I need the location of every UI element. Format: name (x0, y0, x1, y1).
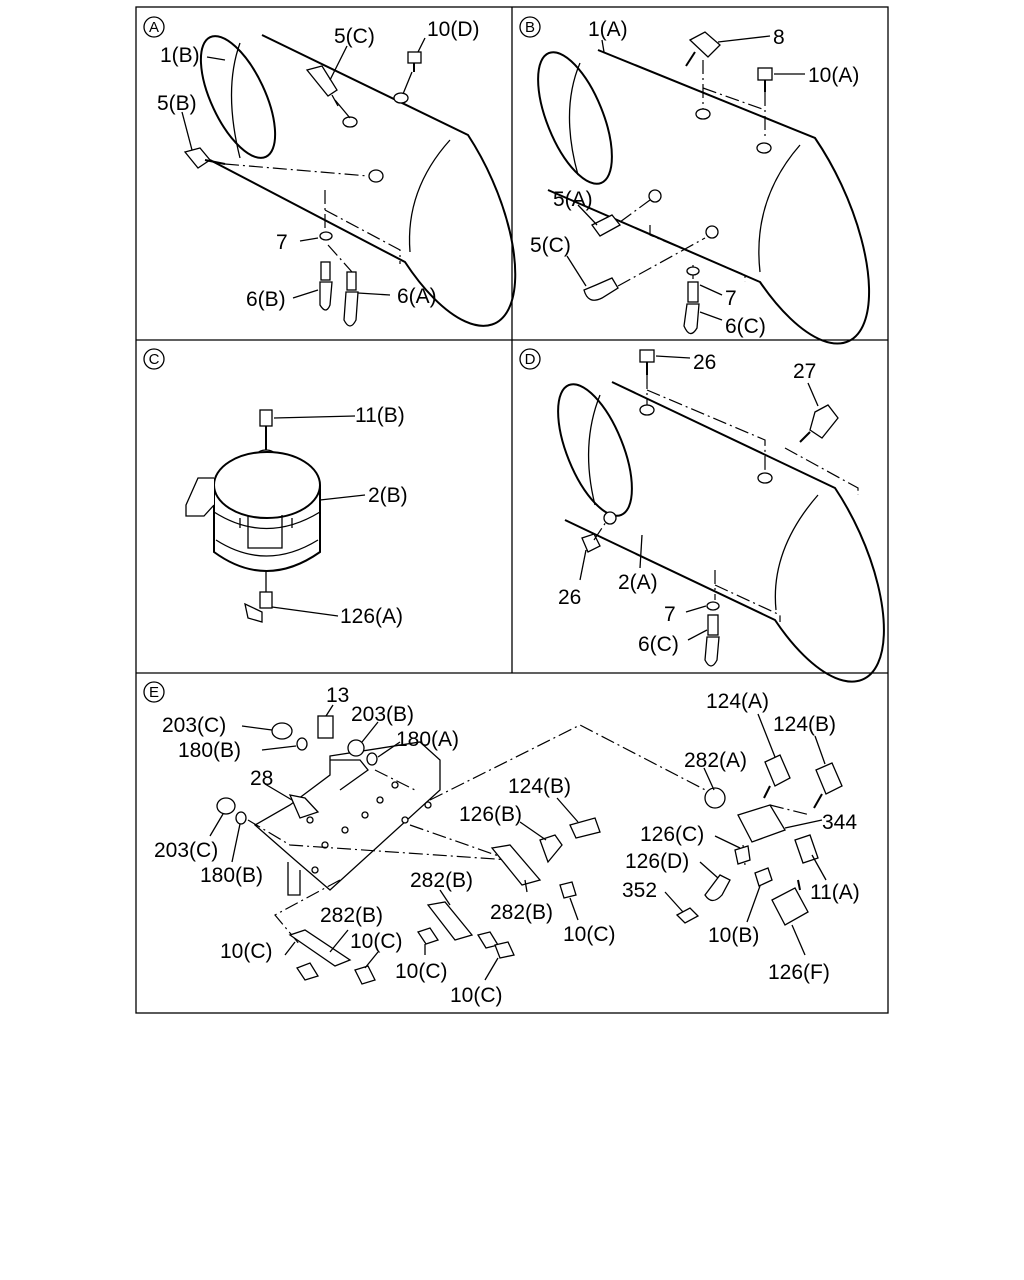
label-6a: 6(A) (397, 285, 437, 308)
label-28: 28 (250, 767, 273, 790)
label-203c-2: 203(C) (154, 839, 218, 862)
canister-2b-drawing (185, 409, 321, 623)
tank-1a-drawing (537, 49, 871, 345)
label-10b: 10(B) (708, 924, 759, 947)
label-8: 8 (773, 26, 785, 49)
label-5a: 5(A) (553, 188, 593, 211)
label-27: 27 (793, 360, 816, 383)
part-drain-cock-b (683, 265, 700, 335)
label-11a: 11(A) (810, 881, 860, 904)
label-7-d: 7 (664, 603, 676, 626)
label-203b: 203(B) (351, 703, 414, 726)
label-10c-2: 10(C) (220, 940, 273, 963)
label-10c-5: 10(C) (450, 984, 503, 1007)
label-282b-2: 282(B) (320, 904, 383, 927)
part-5b-elbow (183, 147, 384, 183)
label-282a: 282(A) (684, 749, 747, 772)
label-282b-3: 282(B) (490, 901, 553, 924)
panel-badge-c-text: C (149, 351, 160, 368)
label-10a: 10(A) (808, 64, 859, 87)
label-10c-1: 10(C) (563, 923, 616, 946)
part-5c-plug (305, 65, 358, 128)
tee-unions-middle (288, 817, 601, 985)
part-26-top (639, 349, 773, 484)
part-26-side (581, 511, 617, 553)
tank-1b-drawing (199, 34, 517, 327)
label-180b-1: 180(B) (178, 739, 241, 762)
label-124a: 124(A) (706, 690, 769, 713)
part-10a-plug (702, 67, 773, 154)
label-5b: 5(B) (157, 92, 197, 115)
label-126f: 126(F) (768, 961, 830, 984)
label-352: 352 (622, 879, 657, 902)
label-282b-1: 282(B) (410, 869, 473, 892)
bracket-28-drawing (253, 741, 441, 896)
panel-badge-e: E (143, 681, 165, 703)
leaders-panel-c (271, 415, 366, 617)
tank-2a-drawing (557, 381, 885, 683)
label-7-b: 7 (725, 287, 737, 310)
label-13: 13 (326, 684, 349, 707)
panel-badge-c: C (143, 348, 165, 370)
label-344: 344 (822, 811, 857, 834)
panel-badge-a-text: A (149, 19, 159, 36)
part-drain-cocks-a (319, 190, 401, 327)
part-10d-plug (393, 51, 422, 104)
label-5c-b: 5(C) (530, 234, 571, 257)
label-2b: 2(B) (368, 484, 408, 507)
label-2a: 2(A) (618, 571, 658, 594)
part-5a-5c-b (583, 189, 746, 301)
label-1b: 1(B) (160, 44, 200, 67)
part-8-fitting (685, 31, 721, 120)
leaders-panel-d (579, 355, 819, 641)
leaders-panel-a (181, 37, 426, 299)
label-126b: 126(B) (459, 803, 522, 826)
panel-badges: A B C D E (143, 16, 541, 703)
panel-badge-d: D (519, 348, 541, 370)
panel-d: 26 27 26 2(A) 7 6(C) (557, 349, 885, 683)
panel-badge-d-text: D (525, 351, 536, 368)
label-124b-2: 124(B) (508, 775, 571, 798)
label-126d: 126(D) (625, 850, 689, 873)
label-126a: 126(A) (340, 605, 403, 628)
label-11b: 11(B) (355, 404, 405, 427)
part-27-elbow (784, 404, 859, 495)
label-10c-4: 10(C) (395, 960, 448, 983)
panel-e: 13 203(C) 203(B) 180(B) 180(A) 28 203(C)… (154, 684, 860, 1007)
label-5c: 5(C) (334, 25, 375, 48)
label-26-top: 26 (693, 351, 716, 374)
panel-badge-e-text: E (149, 684, 159, 701)
label-10c-3: 10(C) (350, 930, 403, 953)
fasteners-top-left (216, 715, 378, 825)
label-26-side: 26 (558, 586, 581, 609)
panel-badge-b: B (519, 16, 541, 38)
leaders-panel-e (209, 704, 827, 981)
label-6c-d: 6(C) (638, 633, 679, 656)
panel-badge-a: A (143, 16, 165, 38)
label-124b-1: 124(B) (773, 713, 836, 736)
label-7: 7 (276, 231, 288, 254)
label-6c-b: 6(C) (725, 315, 766, 338)
manifold-344-assembly (675, 754, 843, 926)
panel-c: 11(B) 2(B) 126(A) (185, 404, 408, 628)
part-drain-cock-d (704, 570, 781, 667)
leaders-panel-b (566, 35, 805, 321)
label-10d: 10(D) (427, 18, 480, 41)
label-6b: 6(B) (246, 288, 286, 311)
label-1a: 1(A) (588, 18, 628, 41)
label-203c-1: 203(C) (162, 714, 226, 737)
label-180a: 180(A) (396, 728, 459, 751)
panel-badge-b-text: B (525, 19, 535, 36)
panel-a: 1(B) 5(C) 10(D) 5(B) 7 6(B) 6(A) (157, 18, 517, 327)
panel-b: 1(A) 8 10(A) 5(A) 5(C) 7 6(C) (530, 18, 871, 345)
label-180b-2: 180(B) (200, 864, 263, 887)
label-126c: 126(C) (640, 823, 704, 846)
panel-grid (135, 6, 889, 1014)
